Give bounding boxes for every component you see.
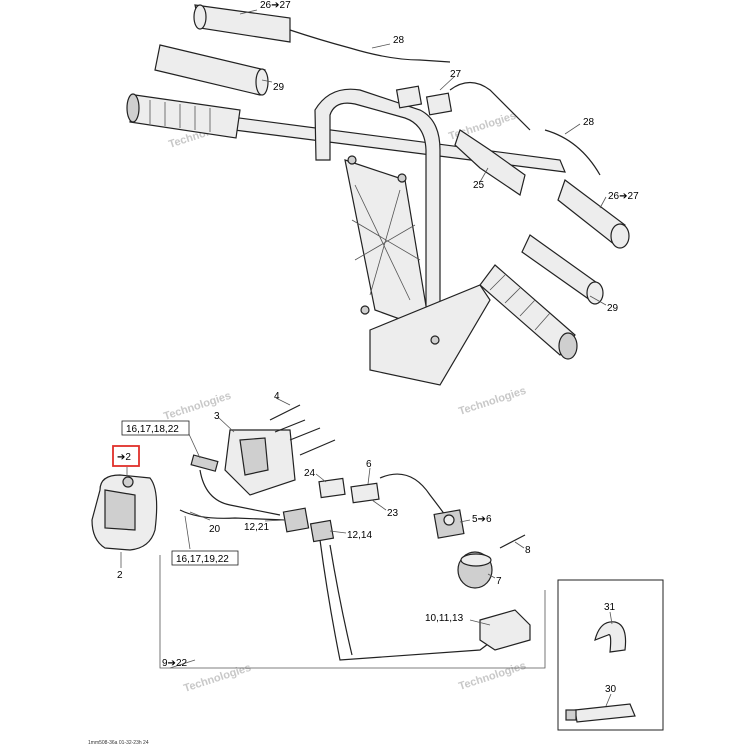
watermarks: Technologies Technologies Technologies T… xyxy=(162,110,527,695)
connectors-27 xyxy=(395,81,531,131)
tube-30 xyxy=(565,703,636,723)
callout-25: 25 xyxy=(473,180,485,191)
callout-16-17-18-22: 16,17,18,22 xyxy=(126,424,179,435)
callout-4: 4 xyxy=(274,391,280,402)
bolts-4 xyxy=(269,404,336,456)
callout-26-27-right: 26➔27 xyxy=(608,191,639,202)
pin-8 xyxy=(499,534,526,549)
callouts: 26➔27 28 27 29 28 25 26➔27 29 4 3 16,17,… xyxy=(112,0,639,695)
callout-28-top: 28 xyxy=(393,35,405,46)
callout-6: 6 xyxy=(366,459,372,470)
callout-27: 27 xyxy=(450,69,462,80)
left-grip xyxy=(126,93,241,139)
callout-2: 2 xyxy=(117,570,123,581)
callout-24: 24 xyxy=(304,468,316,479)
callout-box-16-17-18-22 xyxy=(121,420,190,436)
inset-box xyxy=(557,579,664,731)
top-wire xyxy=(289,29,451,63)
wiring-harness xyxy=(179,469,501,661)
callout-7: 7 xyxy=(496,576,502,587)
callout-28-right: 28 xyxy=(583,117,595,128)
left-heater-tube xyxy=(154,44,269,96)
callout-10-11-13: 10,11,13 xyxy=(425,613,464,624)
callout-20: 20 xyxy=(209,524,221,535)
right-heater-tube xyxy=(521,234,604,305)
clip-31 xyxy=(594,621,627,653)
callout-3: 3 xyxy=(214,411,220,422)
knob-7 xyxy=(457,551,493,589)
watermark-5: Technologies xyxy=(182,662,252,695)
connectors-12 xyxy=(282,507,335,543)
right-sleeve xyxy=(557,179,630,249)
callout-30: 30 xyxy=(605,684,617,695)
callout-29-right: 29 xyxy=(607,303,619,314)
switch-housing xyxy=(91,474,158,551)
watermark-3: Technologies xyxy=(162,390,232,423)
callout-29-top: 29 xyxy=(273,82,285,93)
module-10-11-13 xyxy=(479,609,531,651)
callout-8: 8 xyxy=(525,545,531,556)
callout-31: 31 xyxy=(604,602,616,613)
top-sleeve xyxy=(193,4,291,43)
watermark-6: Technologies xyxy=(457,660,527,693)
right-lever xyxy=(454,129,526,196)
bracket-3 xyxy=(224,429,296,496)
group-boundary xyxy=(159,555,546,669)
right-wire xyxy=(544,129,601,176)
callout-12-21: 12,21 xyxy=(244,522,269,533)
watermark-4: Technologies xyxy=(457,385,527,418)
callout-arrow-2: ➔2 xyxy=(117,452,131,463)
callout-box-arrow-2 xyxy=(112,445,140,467)
callout-box-16-17-19-22 xyxy=(171,550,239,566)
callout-26-27-top: 26➔27 xyxy=(260,0,291,11)
callout-23: 23 xyxy=(387,508,399,519)
callout-16-17-19-22: 16,17,19,22 xyxy=(176,554,229,565)
leader-lines xyxy=(120,9,613,707)
connectors-23-24 xyxy=(318,477,380,504)
right-grip xyxy=(479,264,578,360)
footer-code: 1mm508-36a 01-32-23h 24 xyxy=(88,740,149,746)
riser-frame xyxy=(344,155,491,386)
callout-5-6: 5➔6 xyxy=(472,514,492,525)
callout-9-22: 9➔22 xyxy=(162,658,188,669)
bracket-connector xyxy=(190,454,219,472)
callout-12-14: 12,14 xyxy=(347,530,372,541)
switch-5-6 xyxy=(433,509,465,539)
